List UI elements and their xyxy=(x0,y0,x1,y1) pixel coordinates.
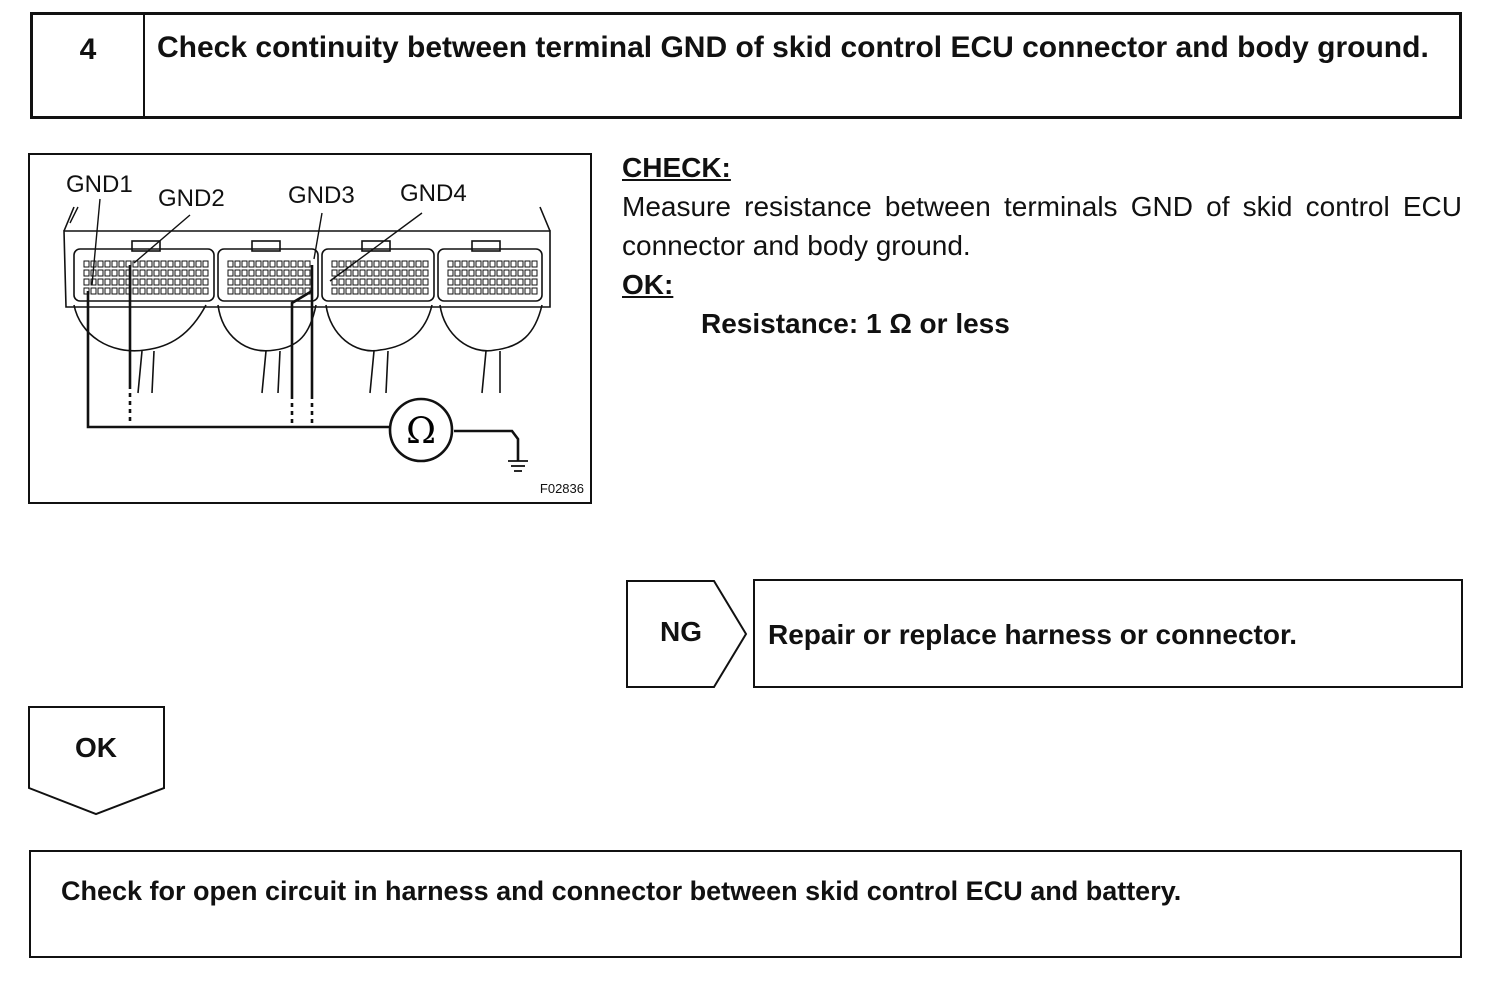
ok-label: OK xyxy=(75,732,117,763)
ng-arrow-shape xyxy=(626,580,748,688)
check-section: CHECK: Measure resistance between termin… xyxy=(622,148,1462,343)
connector-illustration: Ω xyxy=(63,198,551,472)
next-step-box: Check for open circuit in harness and co… xyxy=(29,850,1462,958)
ng-label: NG xyxy=(660,616,702,647)
ok-arrow-shape xyxy=(28,706,165,816)
ng-tag: NG xyxy=(626,580,750,688)
step-number: 4 xyxy=(33,15,145,116)
ok-heading: OK: xyxy=(622,269,674,300)
connector-diagram: Ω GND1 GND2 GND3 GND4 F02836 xyxy=(28,153,592,504)
ok-tag: OK xyxy=(28,706,168,816)
figure-code: F02836 xyxy=(539,481,584,496)
gnd3-label: GND3 xyxy=(288,182,355,209)
gnd1-label: GND1 xyxy=(66,171,133,198)
ng-action: Repair or replace harness or connector. xyxy=(753,579,1463,688)
ohm-symbol: Ω xyxy=(406,411,436,452)
check-instruction: Measure resistance between terminals GND… xyxy=(622,191,1462,261)
ohmmeter-icon xyxy=(388,397,454,463)
gnd4-label: GND4 xyxy=(400,180,467,207)
step-title: Check continuity between terminal GND of… xyxy=(157,31,1429,64)
step-header: 4 Check continuity between terminal GND … xyxy=(30,12,1462,119)
resistance-spec: Resistance: 1 Ω or less xyxy=(701,308,1010,339)
gnd2-label: GND2 xyxy=(158,185,225,212)
check-heading: CHECK: xyxy=(622,152,731,183)
